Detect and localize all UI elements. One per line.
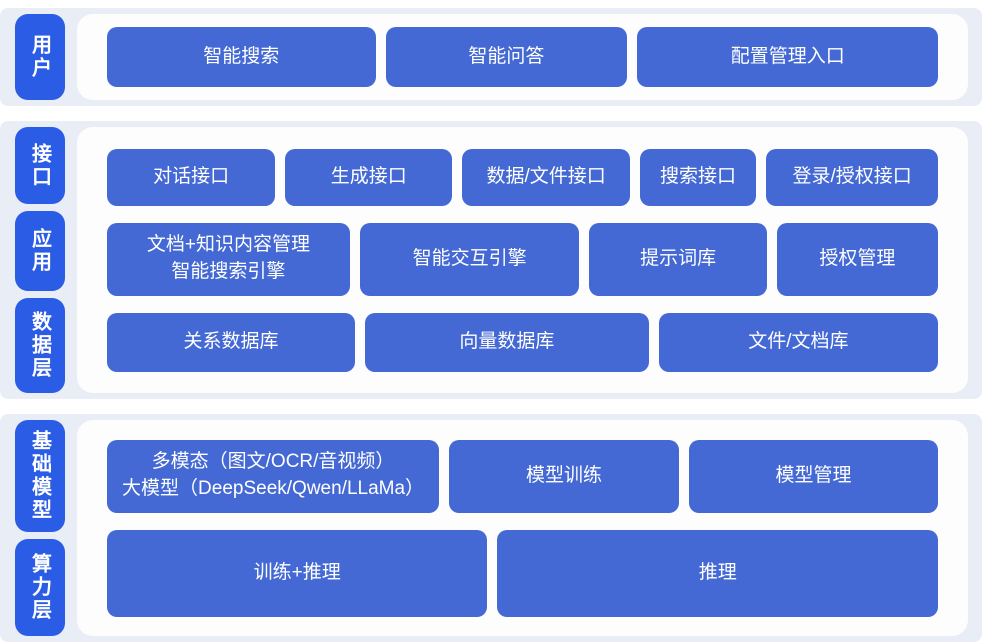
block-multimodal-large-model: 多模态（图文/OCR/音视频） 大模型（DeepSeek/Qwen/LLaMa） <box>107 439 440 513</box>
block-prompt-library: 提示词库 <box>589 222 767 296</box>
user-layer-card: 智能搜索 智能问答 配置管理入口 <box>77 14 968 100</box>
block-model-training: 模型训练 <box>449 439 679 513</box>
layer-label-data-layer: 数据层 <box>15 298 65 393</box>
layer-label-base-model: 基础模型 <box>15 420 65 532</box>
application-row: 文档+知识内容管理 智能搜索引擎 智能交互引擎 提示词库 授权管理 <box>107 222 939 296</box>
data-layer-row: 关系数据库 向量数据库 文件/文档库 <box>107 312 938 372</box>
section-interface-app-data-layer: 接口 应用 数据层 对话接口 生成接口 数据/文件接口 搜索接口 登录/授权接口… <box>0 121 982 399</box>
block-login-auth-api: 登录/授权接口 <box>766 148 938 206</box>
user-layer-labels: 用户 <box>15 14 65 100</box>
user-layer-row: 智能搜索 智能问答 配置管理入口 <box>107 27 939 87</box>
interface-row: 对话接口 生成接口 数据/文件接口 搜索接口 登录/授权接口 <box>107 148 938 206</box>
block-file-document-library: 文件/文档库 <box>658 312 938 372</box>
block-relational-database: 关系数据库 <box>107 312 356 372</box>
block-inference: 推理 <box>497 529 938 617</box>
block-vector-database: 向量数据库 <box>365 312 649 372</box>
block-smart-qa: 智能问答 <box>385 27 628 87</box>
block-smart-interaction-engine: 智能交互引擎 <box>359 222 580 296</box>
block-model-management: 模型管理 <box>689 439 938 513</box>
block-smart-search: 智能搜索 <box>107 27 376 87</box>
layer-label-compute-layer: 算力层 <box>15 538 65 636</box>
section-user-layer: 用户 智能搜索 智能问答 配置管理入口 <box>0 8 982 106</box>
section-model-compute-layer: 基础模型 算力层 多模态（图文/OCR/音视频） 大模型（DeepSeek/Qw… <box>0 414 982 642</box>
middle-layer-card: 对话接口 生成接口 数据/文件接口 搜索接口 登录/授权接口 文档+知识内容管理… <box>77 127 968 393</box>
block-search-api: 搜索接口 <box>639 148 757 206</box>
block-data-file-api: 数据/文件接口 <box>462 148 630 206</box>
bottom-layer-card: 多模态（图文/OCR/音视频） 大模型（DeepSeek/Qwen/LLaMa）… <box>77 420 968 636</box>
block-generation-api: 生成接口 <box>285 148 453 206</box>
block-training-plus-inference: 训练+推理 <box>107 529 488 617</box>
layer-label-application: 应用 <box>15 211 65 292</box>
bottom-layer-labels: 基础模型 算力层 <box>15 420 65 636</box>
middle-layer-labels: 接口 应用 数据层 <box>15 127 65 393</box>
compute-layer-row: 训练+推理 推理 <box>107 529 938 617</box>
block-doc-knowledge-search-engine: 文档+知识内容管理 智能搜索引擎 <box>107 222 350 296</box>
block-config-management-entry: 配置管理入口 <box>637 27 939 87</box>
layer-label-interface: 接口 <box>15 127 65 205</box>
layer-label-user: 用户 <box>15 14 65 100</box>
block-authorization-management: 授权管理 <box>776 222 939 296</box>
block-dialog-api: 对话接口 <box>107 148 276 206</box>
base-model-row: 多模态（图文/OCR/音视频） 大模型（DeepSeek/Qwen/LLaMa）… <box>107 439 938 513</box>
